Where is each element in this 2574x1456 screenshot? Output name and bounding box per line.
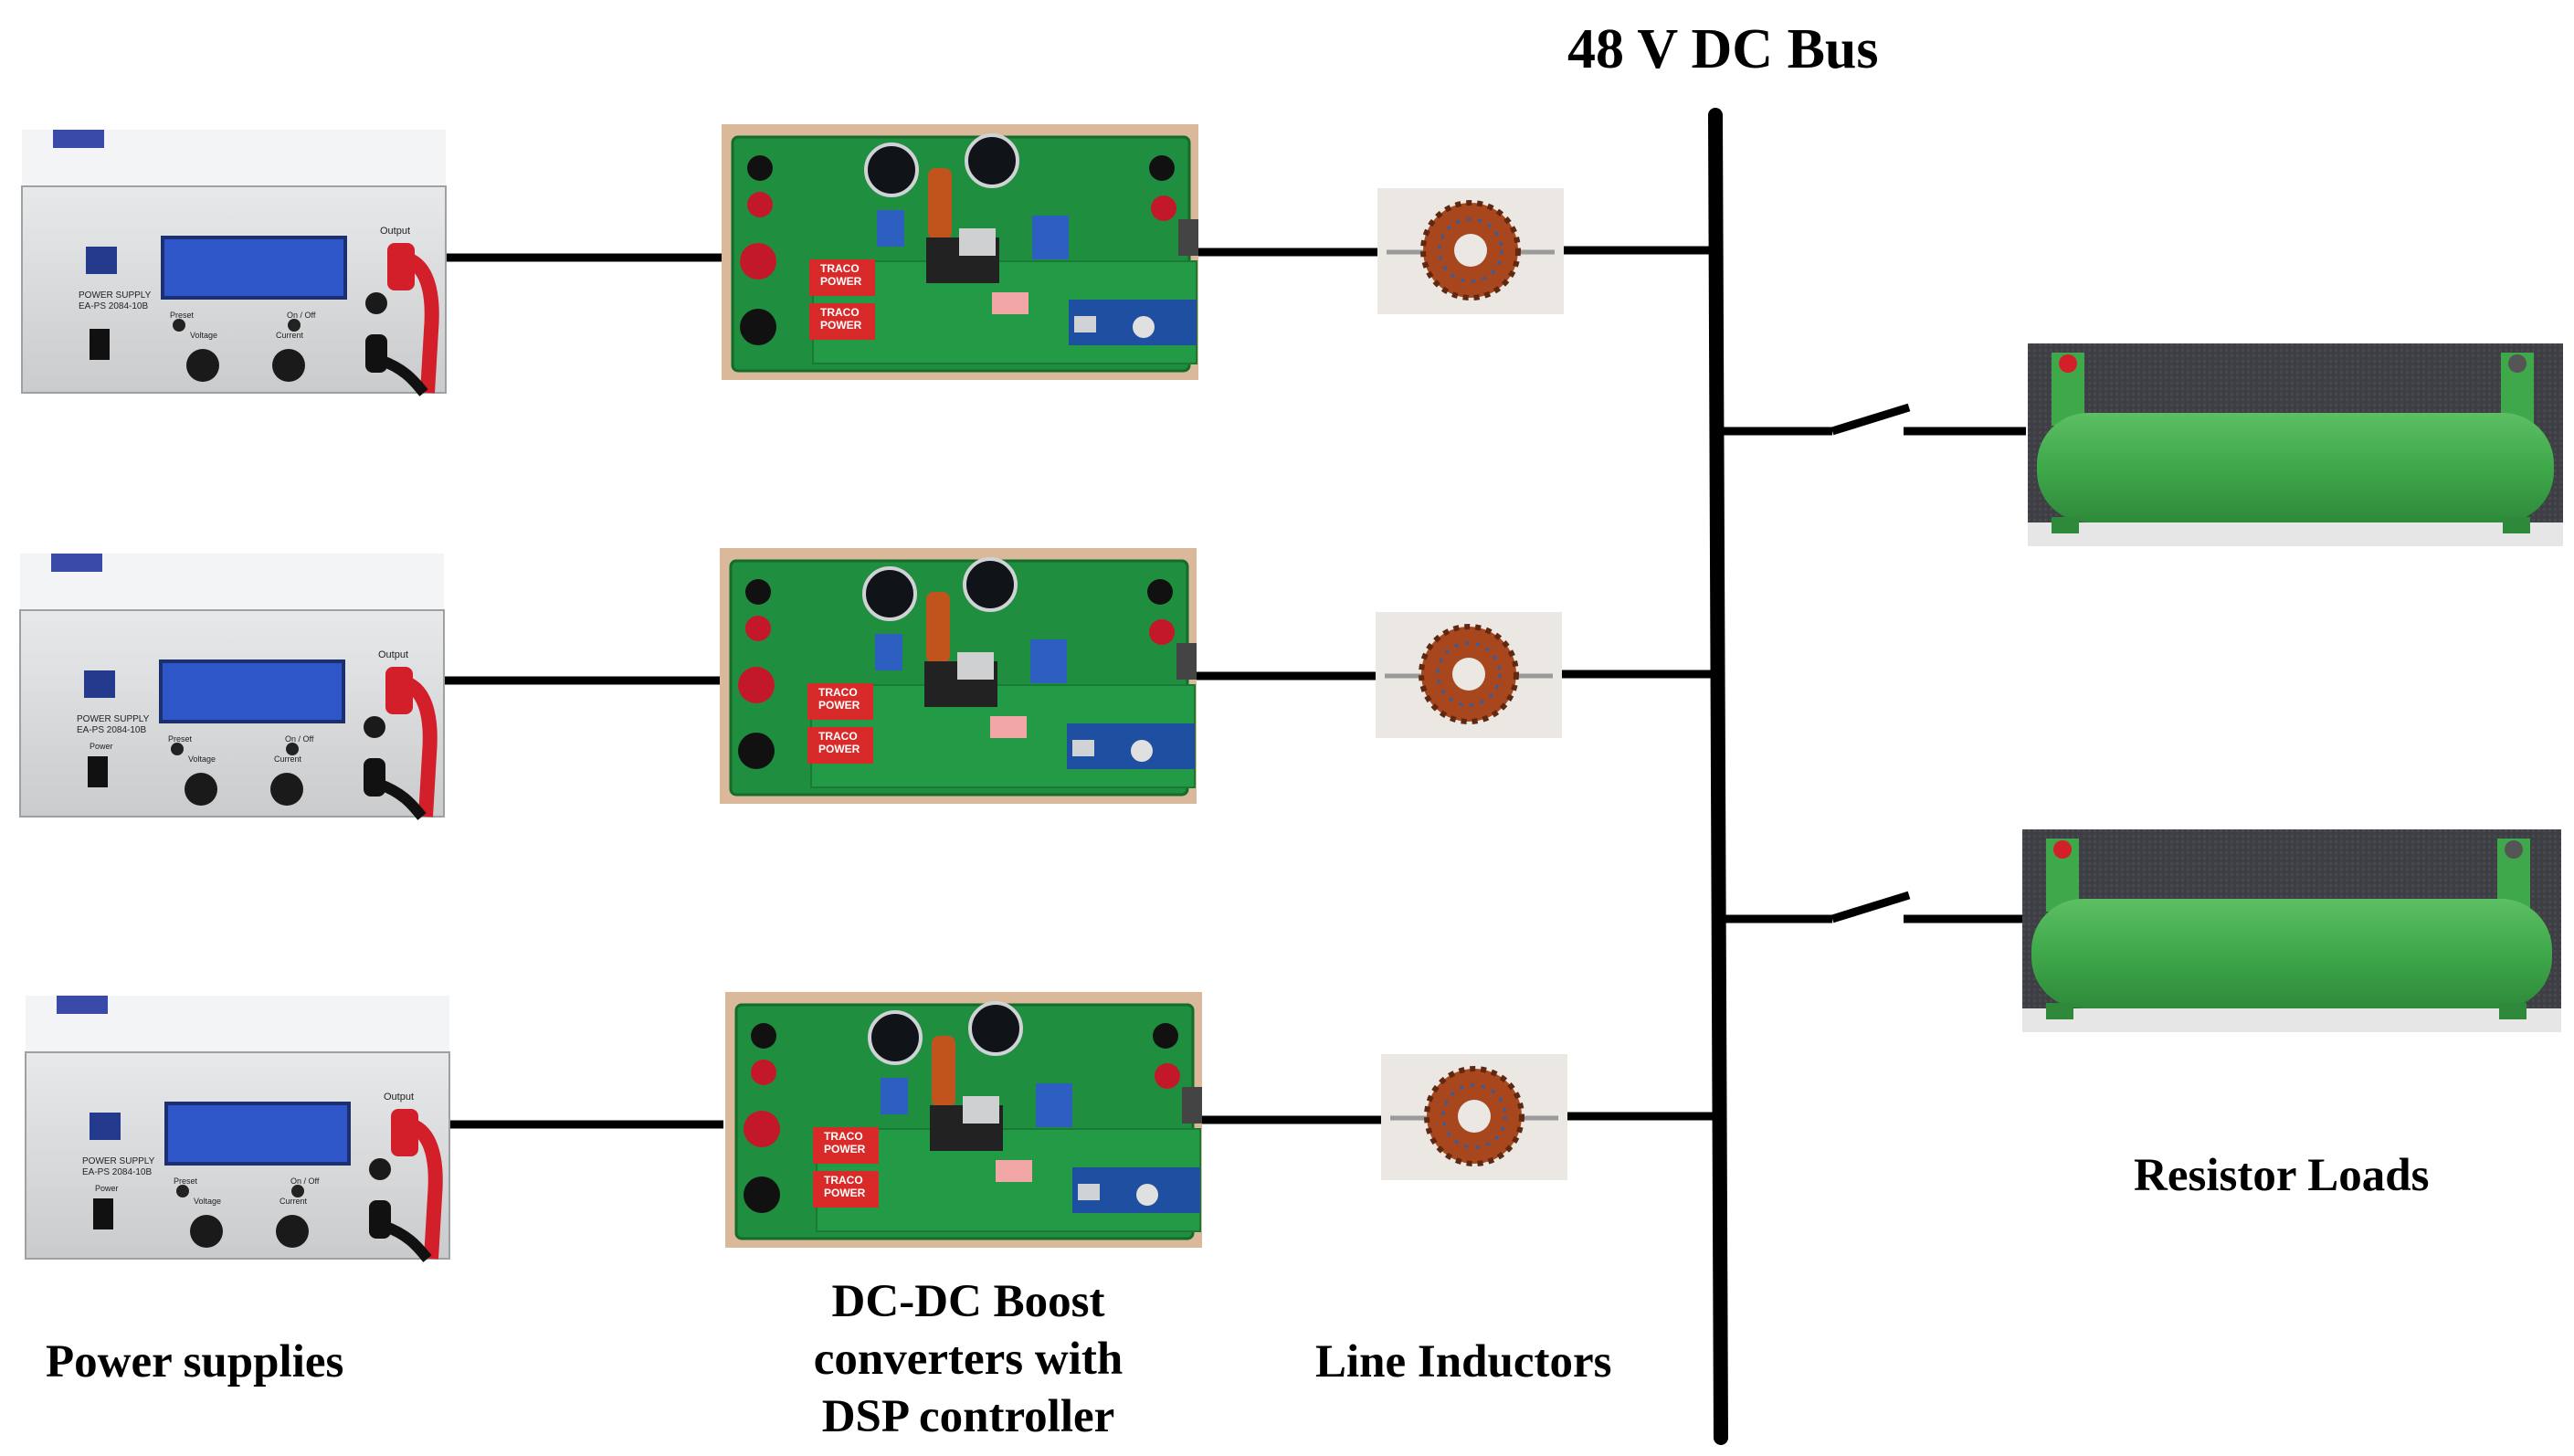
conv1-module1-sub: POWER <box>820 275 862 288</box>
ps1-preset-text: Preset <box>170 311 195 320</box>
converters-label-line-1: DC-DC Boost <box>831 1276 1105 1327</box>
power-supply-1: POWER SUPPLY EA-PS 2084-10B Output Prese… <box>21 130 447 396</box>
ps1-output-text: Output <box>380 226 410 237</box>
ps2-onoff-text: On / Off <box>285 734 314 744</box>
ps2-current-text: Current <box>274 754 302 764</box>
conv1-module2-sub: POWER <box>820 319 862 332</box>
converters-label-line-3: DSP controller <box>821 1391 1115 1442</box>
ps3-brand-text: POWER SUPPLY <box>82 1156 155 1166</box>
ps3-output-text: Output <box>384 1092 414 1103</box>
conv1-module2-brand: TRACO <box>820 306 860 319</box>
resistor-load-1 <box>2028 343 2563 546</box>
switch-1-blade <box>1830 403 1911 436</box>
line-inductor-2 <box>1376 612 1562 738</box>
ps2-power-text: Power <box>90 742 113 751</box>
ps2-output-text: Output <box>378 649 408 660</box>
ps3-current-text: Current <box>280 1197 308 1206</box>
conv2-module1-brand: TRACO <box>818 686 858 699</box>
conv1-module1-brand: TRACO <box>820 262 860 275</box>
conv3-module1-sub: POWER <box>824 1143 866 1155</box>
power-supply-3: POWER SUPPLY EA-PS 2084-10B Output Power… <box>25 996 450 1262</box>
ps1-current-text: Current <box>276 331 304 340</box>
switch-2-blade <box>1830 891 1911 923</box>
wires <box>444 246 2026 1129</box>
ps2-voltage-text: Voltage <box>188 754 216 764</box>
ps2-preset-text: Preset <box>168 734 193 744</box>
converter-board-2: TRACO POWER TRACO POWER <box>720 548 1197 804</box>
ps1-brand-text: POWER SUPPLY <box>79 290 152 301</box>
resistor-loads-label: Resistor Loads <box>2134 1150 2430 1201</box>
power-supplies-label: Power supplies <box>46 1336 344 1387</box>
converter-board-1: TRACO POWER TRACO POWER <box>722 124 1198 380</box>
power-supply-2: POWER SUPPLY EA-PS 2084-10B Output Power… <box>19 554 445 820</box>
ps3-model-text: EA-PS 2084-10B <box>82 1167 152 1177</box>
ps3-power-text: Power <box>95 1184 119 1193</box>
conv3-module2-sub: POWER <box>824 1187 866 1199</box>
line-inductor-1 <box>1377 188 1564 314</box>
ps1-voltage-text: Voltage <box>190 331 217 340</box>
ps2-model-text: EA-PS 2084-10B <box>77 725 146 735</box>
ps3-voltage-text: Voltage <box>194 1197 221 1206</box>
ps1-onoff-text: On / Off <box>287 311 316 320</box>
conv2-module2-sub: POWER <box>818 743 860 755</box>
ps3-onoff-text: On / Off <box>290 1176 320 1186</box>
conv2-module2-brand: TRACO <box>818 730 858 743</box>
line-inductor-3 <box>1381 1054 1567 1180</box>
conv3-module1-brand: TRACO <box>824 1130 863 1143</box>
ps1-model-text: EA-PS 2084-10B <box>79 301 148 311</box>
line-inductors-label: Line Inductors <box>1315 1336 1612 1387</box>
dc-bus-line <box>1708 108 1728 1445</box>
converters-label: DC-DC Boost converters with DSP controll… <box>767 1273 1169 1446</box>
converters-label-line-2: converters with <box>813 1334 1123 1385</box>
ps2-brand-text: POWER SUPPLY <box>77 714 150 724</box>
dc-bus-label: 48 V DC Bus <box>1567 18 1879 80</box>
ps3-preset-text: Preset <box>174 1176 198 1186</box>
resistor-load-2 <box>2022 829 2561 1032</box>
conv2-module1-sub: POWER <box>818 699 860 712</box>
conv3-module2-brand: TRACO <box>824 1174 863 1187</box>
converter-board-3: TRACO POWER TRACO POWER <box>725 992 1202 1248</box>
